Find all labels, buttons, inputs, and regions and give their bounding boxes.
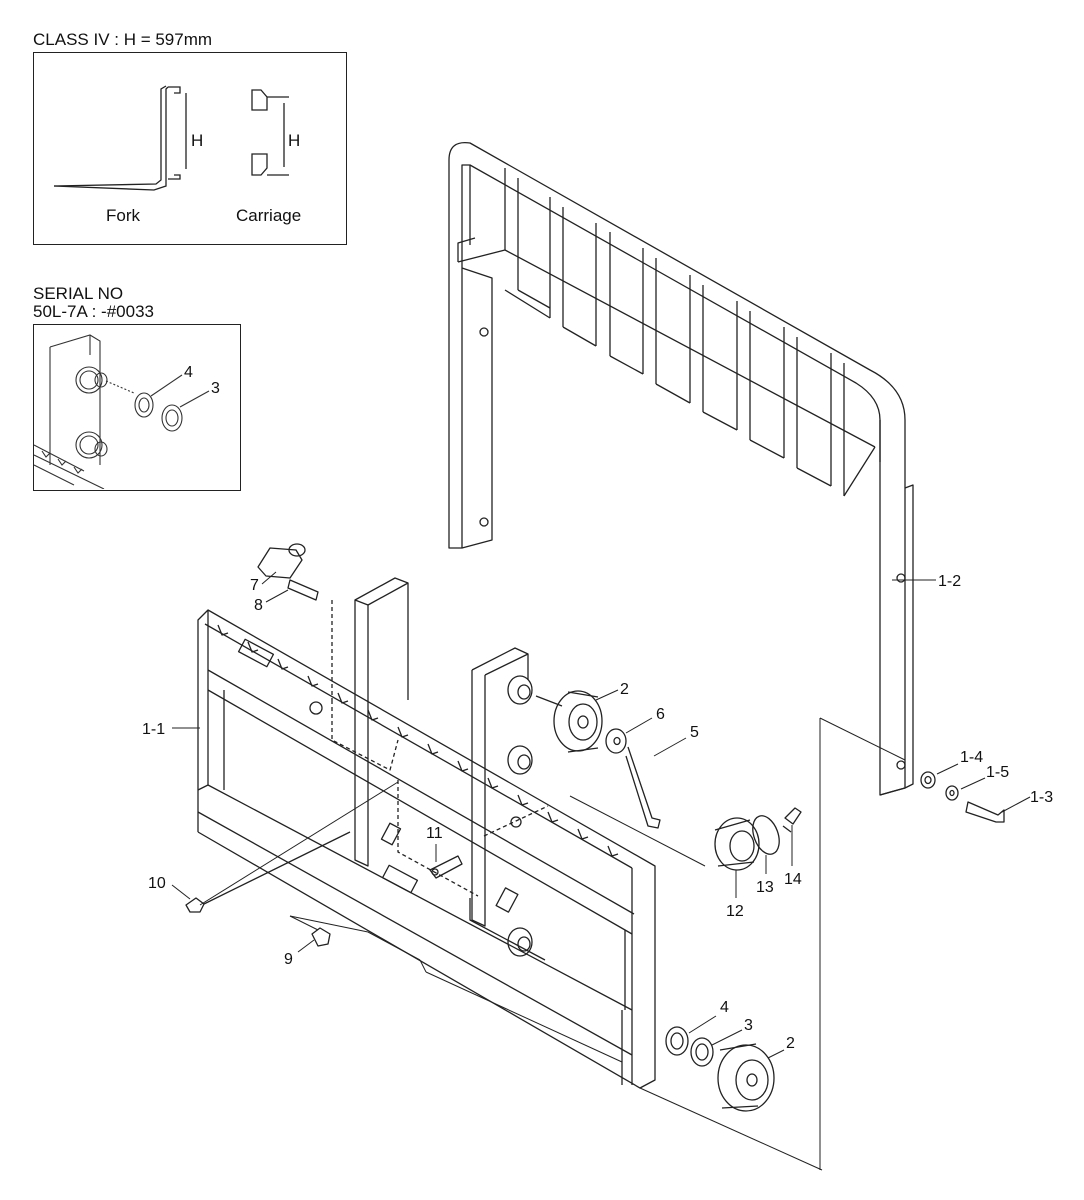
callout-9: 9 [284,951,293,968]
grease-fitting-parts [257,543,319,601]
serial-detail-box: 4 3 [33,324,241,491]
callout-1-4: 1-4 [960,749,983,766]
callout-11: 11 [426,825,443,842]
serial-heading-line1: SERIAL NO [33,284,124,303]
side-roller-assembly [714,807,802,871]
fork-h-label: H [191,131,203,150]
fork-carriage-sketch: H H Fork Carriage [53,85,301,225]
callout-3: 3 [744,1017,753,1034]
lower-roller-assembly [665,1026,775,1112]
carriage-label: Carriage [236,206,301,225]
callout-labels: 1-2 1-1 1-4 1-5 1-3 2 6 5 7 8 11 10 9 12… [142,573,1053,1052]
class-heading: CLASS IV : H = 597mm [33,30,213,49]
fork-label: Fork [106,206,141,225]
leader-lines [171,571,1031,1171]
callout-1-3: 1-3 [1030,789,1053,806]
callout-14: 14 [784,871,802,888]
load-backrest [448,141,914,796]
bolts [185,831,463,947]
callout-1-5: 1-5 [986,764,1009,781]
callout-5: 5 [690,724,699,741]
callout-2-lower: 2 [786,1035,795,1052]
callout-8: 8 [254,597,263,614]
callout-2-upper: 2 [620,681,629,698]
callout-10: 10 [148,875,166,892]
callout-1-2: 1-2 [938,573,961,590]
callout-4: 4 [720,999,729,1016]
upper-roller-assembly [535,690,661,829]
callout-1-1: 1-1 [142,721,165,738]
class-detail-box: H H Fork Carriage [33,52,347,245]
serial-callout-4: 4 [184,364,193,381]
carriage-h-label: H [288,131,300,150]
callout-6: 6 [656,706,665,723]
serial-callout-3: 3 [211,380,220,397]
fork-carriage [197,577,656,1089]
serial-roller-sketch: 4 3 [33,334,220,490]
callout-7: 7 [250,577,259,594]
serial-heading-line2: 50L-7A : -#0033 [33,302,154,321]
carriage-roller-stubs [507,675,533,957]
callout-12: 12 [726,903,744,920]
backrest-hardware [920,771,1005,823]
callout-13: 13 [756,879,774,896]
